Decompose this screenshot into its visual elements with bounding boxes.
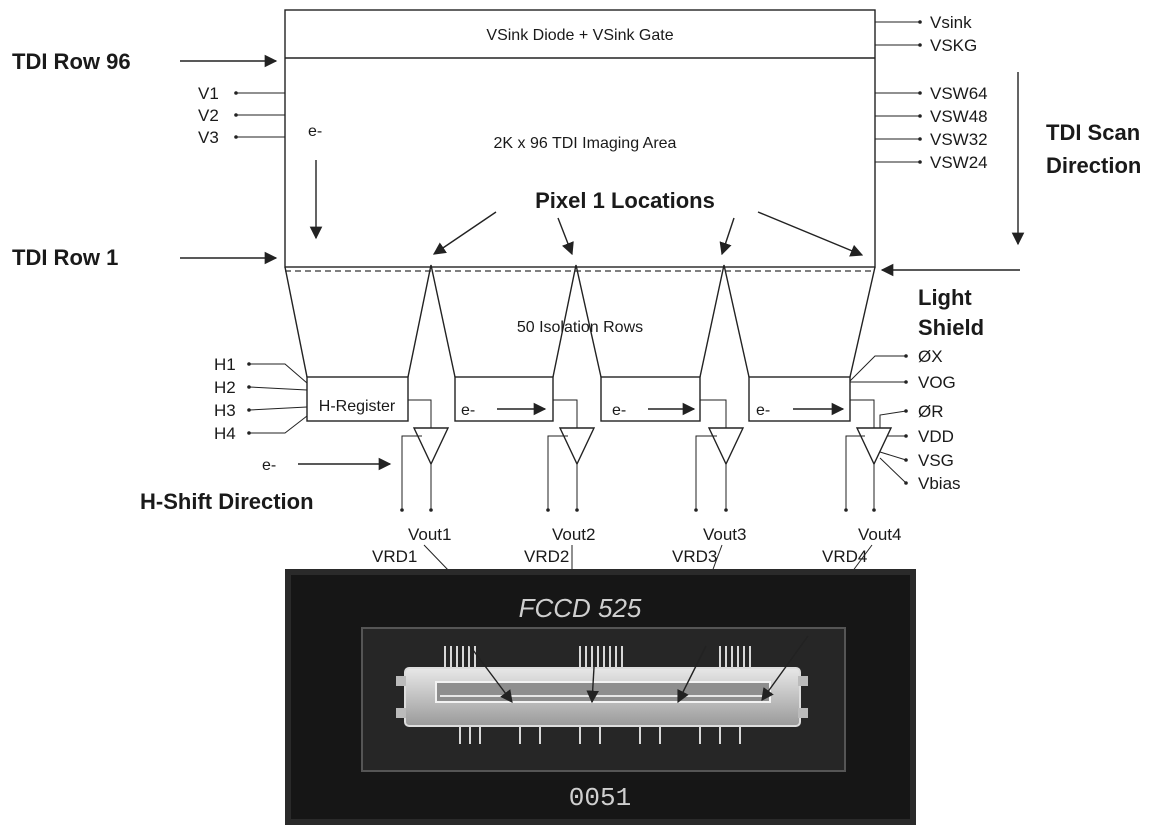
output-labels: Vout1 VRD1 Vout2 VRD2 Vout3 VRD3 Vout4 V… [372,525,902,566]
pin-label-vsink: Vsink [930,13,972,32]
h-register-label: H-Register [319,398,396,415]
right-bottom-pins: ØX VOG ØR VDD VSG Vbias [849,347,961,493]
pin-label-h1: H1 [214,355,236,374]
output-amplifier-1 [400,399,450,512]
sink-label: VSink Diode + VSink Gate [486,27,673,44]
imaging-area-box [284,9,876,268]
pixel-1-location-arrows [432,211,864,257]
h-register-3: e- [600,376,701,422]
pin-label-v1: V1 [198,84,219,103]
right-top-pins: Vsink VSKG VSW64 VSW48 VSW32 VSW24 [875,13,988,172]
register-electron-label-2: e- [461,402,475,419]
vout3-label: Vout3 [703,525,747,544]
pin-label-phir: ØR [918,402,944,421]
register-electron-label-3: e- [612,402,626,419]
vrd3-label: VRD3 [672,547,717,566]
pin-label-vsw64: VSW64 [930,84,988,103]
sensor-photo: FCCD 525 0051 [285,569,916,825]
light-shield-label-1: Light [918,285,972,310]
h-register-2: e- [454,376,554,422]
pin-label-h4: H4 [214,424,236,443]
output-amplifier-2 [546,399,596,512]
pin-label-vog: VOG [918,373,956,392]
h-pins: H1 H2 H3 H4 [214,355,308,443]
imaging-electron-label: e- [308,123,322,140]
pin-label-v3: V3 [198,128,219,147]
sensor-active-strip [435,681,771,703]
light-shield-label-2: Shield [918,315,984,340]
output-amplifier-4 [844,399,893,512]
pin-label-phix: ØX [918,347,943,366]
pixel-1-locations-label: Pixel 1 Locations [535,188,715,213]
tdi-row-96-label: TDI Row 96 [12,49,131,74]
photo-pixel-arrows [469,635,809,704]
vrd4-label: VRD4 [822,547,867,566]
h-shift-electron-label: e- [262,457,276,474]
v-pins: V1 V2 V3 [198,84,285,147]
vout2-label: Vout2 [552,525,596,544]
pin-label-vsw24: VSW24 [930,153,988,172]
pin-label-vsg: VSG [918,451,954,470]
h-register-1: H-Register [306,376,409,422]
vrd2-label: VRD2 [524,547,569,566]
register-electron-label-4: e- [756,402,770,419]
output-leader-lines [423,544,873,573]
h-register-4: e- [748,376,851,422]
pin-label-vbias: Vbias [918,474,961,493]
part-name-label: FCCD 525 [519,593,642,623]
pin-label-vskg: VSKG [930,36,977,55]
vout4-label: Vout4 [858,525,902,544]
isolation-region-outline [284,264,876,378]
pin-label-vsw32: VSW32 [930,130,988,149]
tdi-row-1-label: TDI Row 1 [12,245,118,270]
pin-label-h2: H2 [214,378,236,397]
output-amplifier-3 [694,399,745,512]
h-shift-direction-label: H-Shift Direction [140,489,314,514]
tdi-scan-direction-label-1: TDI Scan [1046,120,1140,145]
pin-label-v2: V2 [198,106,219,125]
serial-number-label: 0051 [569,783,631,813]
vrd1-label: VRD1 [372,547,417,566]
imaging-area-label: 2K x 96 TDI Imaging Area [494,135,677,152]
vout1-label: Vout1 [408,525,452,544]
pin-label-vsw48: VSW48 [930,107,988,126]
pin-label-h3: H3 [214,401,236,420]
tdi-scan-direction-label-2: Direction [1046,153,1141,178]
bond-wires [444,646,751,744]
isolation-rows-label: 50 Isolation Rows [517,319,643,336]
pin-label-vdd: VDD [918,427,954,446]
